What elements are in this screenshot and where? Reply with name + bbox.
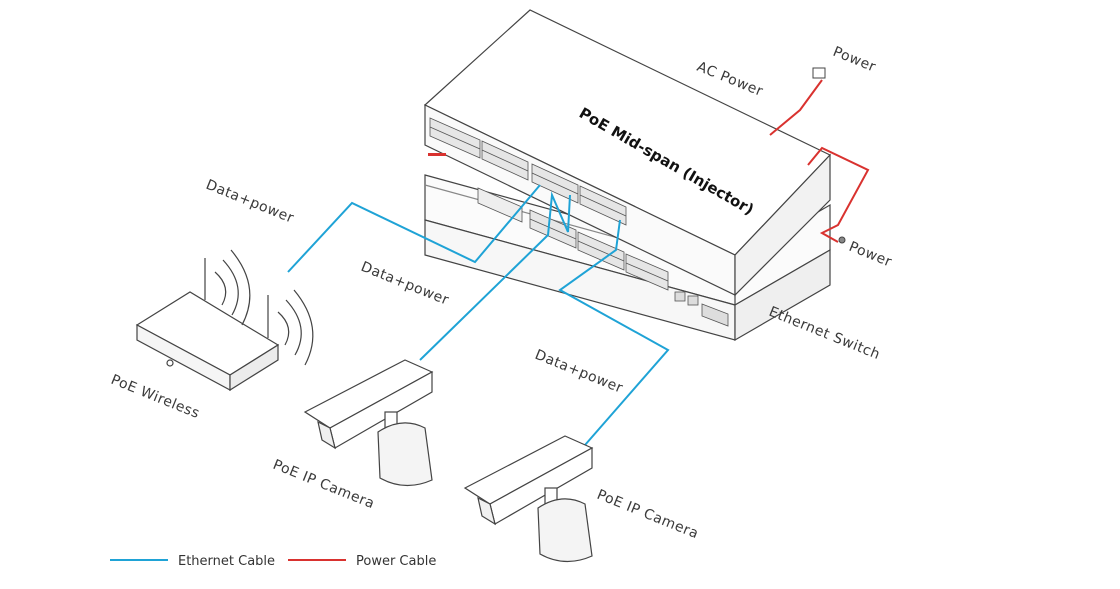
poe-wireless-router: [135, 249, 314, 392]
brand-mark: [428, 153, 446, 156]
label-power-right: Power: [847, 239, 895, 271]
label-data-power-1: Data+power: [204, 177, 297, 227]
label-data-power-2: Data+power: [359, 259, 452, 309]
legend-ethernet-label: Ethernet Cable: [178, 554, 275, 569]
label-poe-ip-camera-1: PoE IP Camera: [271, 457, 377, 512]
legend: Ethernet Cable Power Cable: [110, 554, 436, 569]
label-poe-ip-camera-2: PoE IP Camera: [595, 487, 701, 542]
label-ethernet-switch: Ethernet Switch: [767, 304, 883, 363]
switch-ports: [477, 187, 729, 327]
label-poe-wireless: PoE Wireless: [109, 372, 203, 422]
midspan-ports: [429, 117, 627, 226]
legend-power-label: Power Cable: [356, 554, 436, 569]
ethernet-cables: [287, 184, 670, 446]
label-ac-power: AC Power: [695, 59, 766, 100]
label-power-top: Power: [831, 44, 879, 76]
poe-ip-camera-1: [303, 359, 434, 487]
poe-ip-camera-2: [463, 435, 594, 563]
power-cables: [769, 67, 870, 244]
label-data-power-3: Data+power: [533, 347, 626, 397]
